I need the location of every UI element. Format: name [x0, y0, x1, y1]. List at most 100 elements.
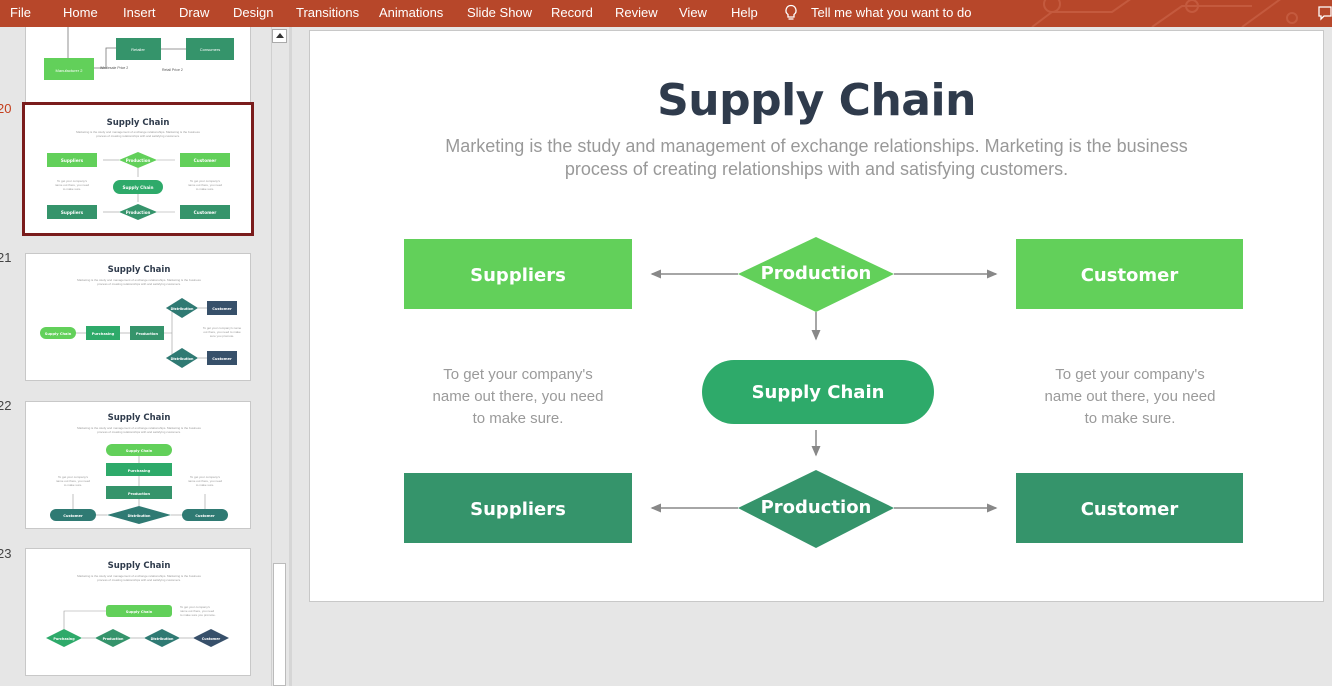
scroll-up-arrow-icon[interactable] [272, 29, 287, 43]
top-suppliers-box[interactable] [404, 239, 632, 309]
lightbulb-icon[interactable] [784, 4, 798, 22]
menu-help[interactable]: Help [731, 5, 758, 20]
svg-text:Supply Chain: Supply Chain [123, 185, 154, 190]
thumb20-subtitle-1: Marketing is the study and management of… [76, 130, 200, 134]
slide-number-22: 22 [0, 398, 12, 413]
slide-canvas[interactable]: Supply Chain Marketing is the study and … [309, 30, 1324, 602]
menu-slide-show[interactable]: Slide Show [467, 5, 533, 20]
bottom-production-diamond[interactable] [738, 470, 894, 548]
top-production-label: Production [760, 263, 872, 284]
svg-text:process of creating relationsh: process of creating relationships with a… [97, 430, 181, 434]
svg-text:out there, you need to make: out there, you need to make [203, 330, 241, 334]
svg-text:Customer: Customer [202, 637, 221, 641]
top-production-diamond[interactable] [738, 237, 894, 312]
supply-chain-label: Supply Chain [751, 382, 885, 403]
thumb20-supply-chain [113, 180, 163, 194]
svg-text:To get your company's: To get your company's [180, 605, 210, 609]
thumb21-title: Supply Chain [108, 265, 171, 275]
thumb19-consumers-label: Consumers [200, 47, 220, 52]
thumbnail-scrollbar[interactable] [271, 27, 289, 686]
svg-text:to make sure.: to make sure. [63, 187, 81, 191]
menu-transitions[interactable]: Transitions [296, 5, 360, 20]
left-description[interactable]: To get your company's name out there, yo… [432, 366, 604, 427]
slide-number-20: 20 [0, 101, 12, 116]
menu-animations[interactable]: Animations [379, 5, 444, 20]
bottom-customer-label: Customer [1080, 499, 1179, 520]
svg-text:Customer: Customer [63, 514, 83, 518]
svg-text:Suppliers: Suppliers [61, 158, 84, 163]
right-description[interactable]: To get your company's name out there, yo… [1044, 366, 1216, 427]
svg-text:Production: Production [126, 210, 151, 215]
slide-thumbnail-23[interactable]: Supply Chain Marketing is the study and … [25, 548, 251, 676]
slide-thumbnail-21[interactable]: Supply Chain Marketing is the study and … [25, 253, 251, 381]
svg-text:name out there, you need: name out there, you need [56, 479, 91, 483]
slide-thumbnail-pane: Manufacturer 2 Retailer Consumers Wholes… [0, 27, 289, 686]
svg-text:to make sure.: to make sure. [64, 483, 82, 487]
thumb19-retailer-label: Retailer [131, 47, 145, 52]
svg-text:to make sure.: to make sure. [196, 483, 214, 487]
svg-text:Distribution: Distribution [171, 357, 194, 361]
ribbon-menu-bar: File Home Insert Draw Design Transitions… [0, 0, 1332, 27]
supply-chain-pill[interactable] [702, 360, 934, 424]
svg-text:Customer: Customer [195, 514, 215, 518]
menu-file[interactable]: File [10, 5, 31, 20]
svg-text:Marketing is the study and man: Marketing is the study and management of… [77, 574, 201, 578]
thumb20-production-top [119, 152, 157, 168]
slide-thumbnail-22[interactable]: Supply Chain Marketing is the study and … [25, 401, 251, 529]
svg-text:process of creating relationsh: process of creating relationships with a… [97, 578, 181, 582]
tell-me-search[interactable]: Tell me what you want to do [811, 5, 972, 20]
scrollbar-thumb[interactable] [273, 563, 286, 686]
svg-text:to make sure.: to make sure. [196, 187, 214, 191]
top-customer-box[interactable] [1016, 239, 1243, 309]
svg-text:Customer: Customer [212, 307, 232, 311]
svg-text:To get your company's: To get your company's [190, 475, 220, 479]
thumb20-suppliers-bottom [47, 205, 97, 219]
bottom-suppliers-label: Suppliers [470, 499, 566, 520]
thumb20-suppliers-top [47, 153, 97, 167]
svg-text:Marketing is the study and man: Marketing is the study and management of… [77, 278, 201, 282]
slide-thumbnail-20[interactable]: Supply Chain Marketing is the study and … [22, 102, 254, 236]
thumbnail-20-diagram: Supply Chain Marketing is the study and … [47, 118, 230, 220]
supply-chain-diagram [404, 237, 1243, 548]
svg-text:Distribution: Distribution [171, 307, 194, 311]
slide-number-21: 21 [0, 250, 12, 265]
slide-subtitle-line-2: process of creating relationships with a… [564, 159, 1069, 179]
menu-view[interactable]: View [679, 5, 707, 20]
thumb19-retailer-box [116, 38, 161, 60]
svg-text:process of creating relationsh: process of creating relationships with a… [97, 282, 181, 286]
thumb20-subtitle-2: process of creating relationships with a… [96, 134, 180, 138]
svg-text:Production: Production [103, 637, 124, 641]
svg-text:sure you promote.: sure you promote. [210, 334, 234, 338]
pane-divider[interactable] [289, 27, 292, 686]
top-suppliers-label: Suppliers [470, 265, 566, 286]
svg-text:Suppliers: Suppliers [61, 210, 84, 215]
bottom-suppliers-box[interactable] [404, 473, 632, 543]
slide-title[interactable]: Supply Chain [657, 75, 976, 126]
thumbnail-21-diagram: Supply Chain Marketing is the study and … [40, 265, 241, 368]
thumbnail-22-diagram: Supply Chain Marketing is the study and … [50, 413, 228, 524]
menu-design[interactable]: Design [233, 5, 274, 20]
thumb19-manufacturer-box [44, 58, 94, 80]
comments-icon[interactable] [1318, 5, 1332, 21]
thumbnail-19-diagram: Manufacturer 2 Retailer Consumers Wholes… [44, 27, 234, 80]
slide-subtitle[interactable]: Marketing is the study and management of… [420, 135, 1213, 181]
thumb19-consumers-box [186, 38, 234, 60]
thumb20-production-bottom [119, 204, 157, 220]
thumb20-title: Supply Chain [107, 118, 170, 128]
menu-record[interactable]: Record [551, 5, 593, 20]
menu-review[interactable]: Review [615, 5, 658, 20]
slide-thumbnail-19[interactable]: Manufacturer 2 Retailer Consumers Wholes… [25, 27, 251, 110]
svg-text:Supply Chain: Supply Chain [126, 610, 153, 614]
menu-draw[interactable]: Draw [179, 5, 210, 20]
svg-text:To get your company's: To get your company's [57, 179, 87, 183]
svg-text:Distribution: Distribution [151, 637, 174, 641]
svg-text:Purchasing: Purchasing [53, 637, 75, 641]
svg-text:to make sure you promote.: to make sure you promote. [180, 613, 216, 617]
svg-text:Customer: Customer [212, 357, 232, 361]
bottom-customer-box[interactable] [1016, 473, 1243, 543]
menu-insert[interactable]: Insert [123, 5, 156, 20]
svg-text:name out there, you need: name out there, you need [188, 183, 223, 187]
menu-home[interactable]: Home [63, 5, 98, 20]
slide-number-23: 23 [0, 546, 12, 561]
svg-text:name out there, you need: name out there, you need [188, 479, 223, 483]
